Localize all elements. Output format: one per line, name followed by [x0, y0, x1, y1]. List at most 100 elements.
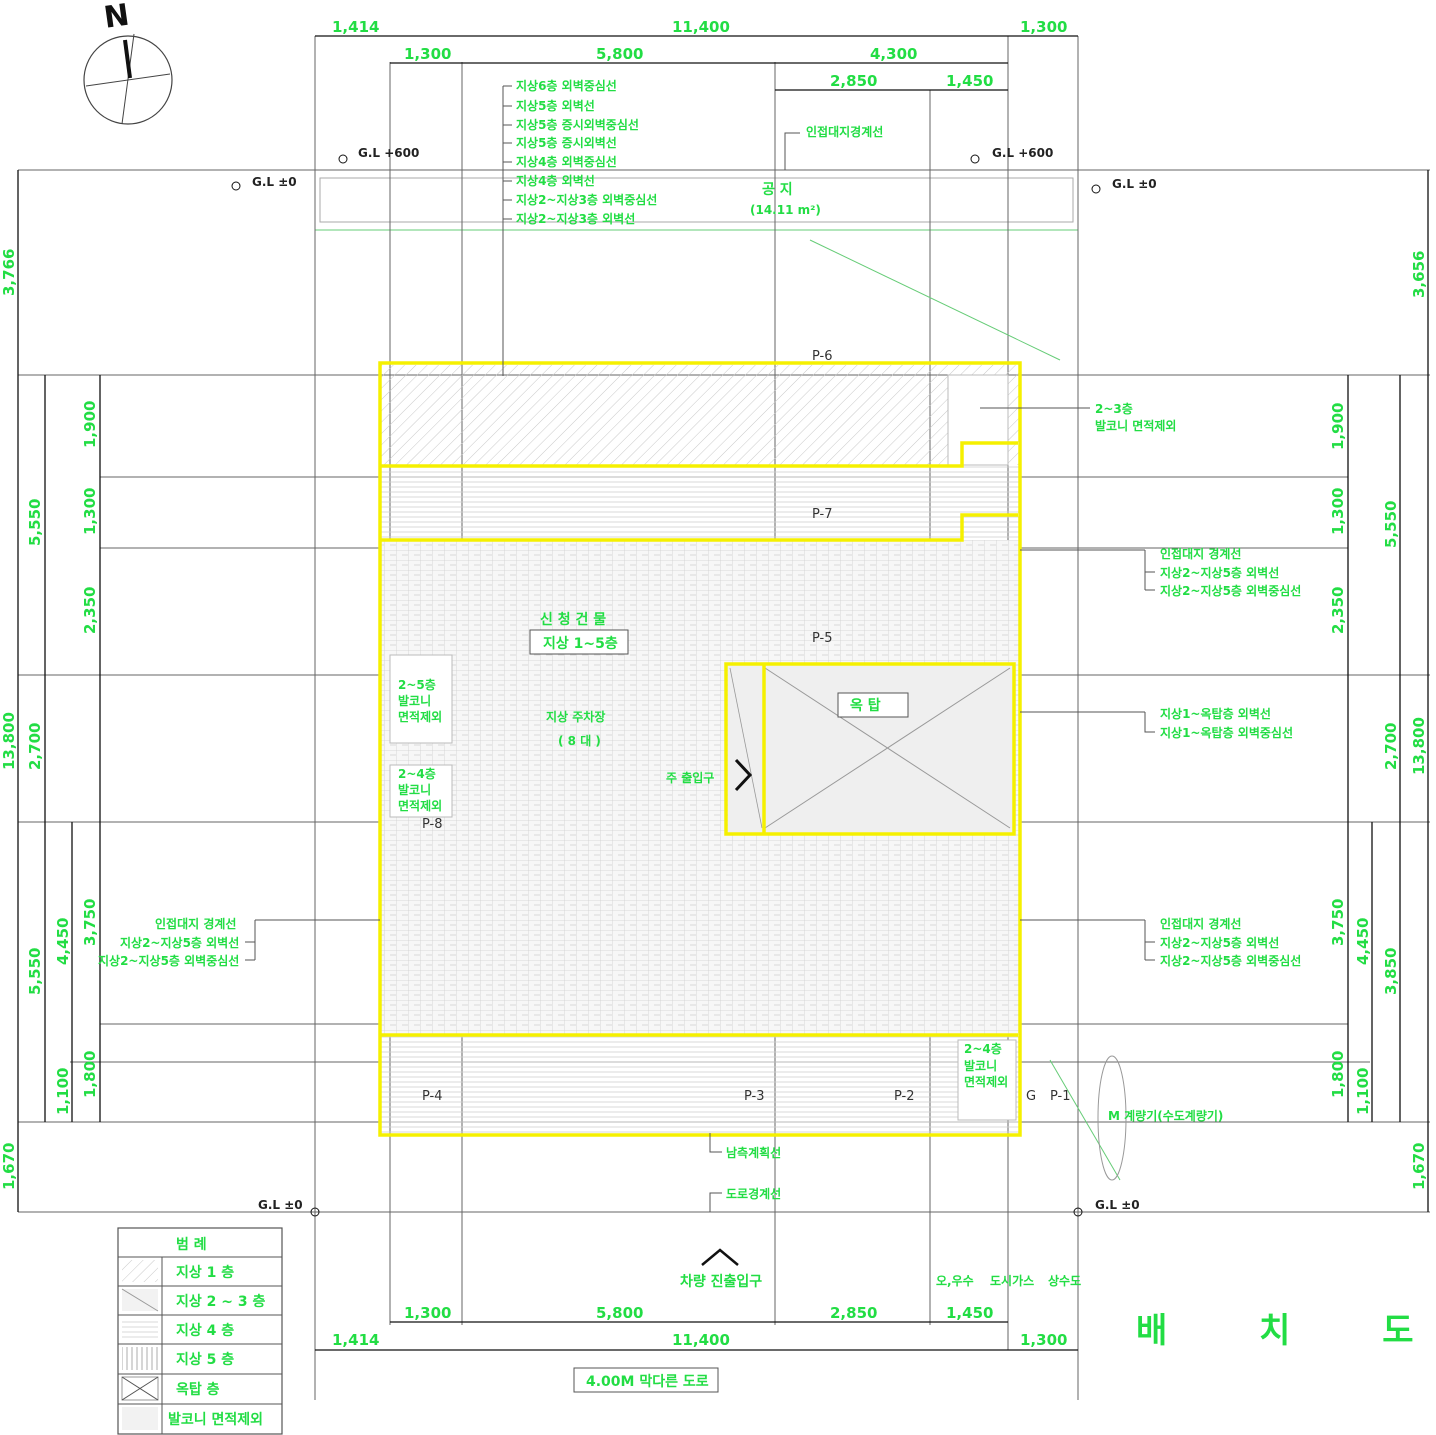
legend-item-2: 지상 2 ~ 3 층	[176, 1294, 265, 1310]
legend-swatch-1	[122, 1260, 158, 1282]
dim-left-innermost-2: 1,800	[81, 1051, 99, 1098]
building-labels: 신 청 건 물 지상 1~5층 지상 주차장 ( 8 대 ) 옥 탑 주 출입구	[529, 611, 909, 785]
floor-outlines	[378, 361, 1022, 1266]
dim-right-outer-5: 1,670	[1410, 1143, 1428, 1190]
left-notes: 인접대지 경계선 지상2~지상5층 외벽선 지상2~지상5층 외벽중심선	[98, 916, 380, 968]
right-note-b-1: 지상1~옥탑층 외벽선	[1160, 706, 1271, 721]
left-note-3: 지상2~지상5층 외벽중심선	[98, 953, 239, 968]
balcony-4-line-1: 2~4층	[964, 1041, 1002, 1056]
balcony-2-line-1: 2~5층	[398, 677, 436, 692]
dim-left-inner-3: 2,350	[81, 587, 99, 634]
top-notes: 지상6층 외벽중심선 지상5층 외벽선 지상5층 증시외벽중심선 지상5층 증시…	[502, 78, 883, 376]
dim-top-outer-2: 11,400	[672, 18, 730, 36]
drawing-title: 배 치 도	[1136, 1311, 1436, 1351]
parking-count: ( 8 대 )	[558, 734, 601, 748]
north-arrow: N	[83, 0, 173, 125]
rooftop-label: 옥 탑	[850, 698, 881, 714]
legend-title: 범 례	[176, 1237, 207, 1253]
dim-right-inner-2: 1,300	[1329, 488, 1347, 535]
ground-levels: G.L +600 G.L +600 G.L ±0 G.L ±0 G.L ±0 G…	[231, 146, 1157, 1217]
top-note-4: 지상5층 증시외벽선	[516, 135, 617, 150]
balcony-4-line-3: 면적제외	[964, 1074, 1008, 1089]
legend: 범 례 지상 1 층 지상 2 ~ 3 층 지상 4 층 지상 5 층 옥탑 층…	[117, 1227, 283, 1435]
right-note-a-1: 인접대지 경계선	[1160, 546, 1241, 561]
dim-right-outer-1: 3,656	[1410, 251, 1428, 298]
legend-swatch-4	[122, 1347, 158, 1370]
open-space-label: 공 지	[762, 182, 793, 198]
legend-item-5: 옥탑 층	[176, 1382, 220, 1398]
dim-right-total: 13,800	[1410, 717, 1428, 775]
balcony-3-line-3: 면적제외	[398, 798, 442, 813]
dim-top-outer-1: 1,414	[332, 18, 379, 36]
dim-right-innermost-2: 1,100	[1354, 1068, 1372, 1115]
dim-top-mid-1: 1,300	[404, 45, 451, 63]
legend-item-1: 지상 1 층	[176, 1265, 234, 1281]
dim-top-mid-2: 5,800	[596, 45, 643, 63]
legend-swatch-5	[121, 1376, 159, 1401]
dim-right-inner-3: 2,350	[1329, 587, 1347, 634]
dim-left-innermost-1: 3,750	[81, 899, 99, 946]
mark-p4: P-4	[422, 1089, 443, 1104]
legend-swatch-3	[122, 1318, 158, 1340]
gl-0-bottom-right: G.L ±0	[1095, 1198, 1140, 1212]
mark-p5: P-5	[812, 631, 833, 646]
legend-swatch-6	[122, 1407, 158, 1430]
entrance-arrow-icon	[734, 758, 753, 792]
top-note-5: 지상4층 외벽중심선	[516, 154, 617, 169]
bottom-note-2: 도로경계선	[726, 1186, 781, 1201]
dim-bottom-mid-2: 5,800	[596, 1304, 643, 1322]
right-note-c-1: 인접대지 경계선	[1160, 916, 1241, 931]
bottom-note-1: 남측계획선	[726, 1145, 781, 1160]
legend-item-4: 지상 5 층	[176, 1352, 234, 1368]
left-note-2: 지상2~지상5층 외벽선	[120, 935, 239, 950]
dim-right-outer-3: 2,700	[1382, 723, 1400, 770]
right-note-a-2: 지상2~지상5층 외벽선	[1160, 565, 1279, 580]
building-footprint	[380, 365, 1020, 1133]
dim-right-innermost-1: 4,450	[1354, 918, 1372, 965]
top-note-7: 지상2~지상3층 외벽중심선	[516, 192, 657, 207]
gl-0-top-right: G.L ±0	[1112, 177, 1157, 191]
balcony-4-line-2: 발코니	[964, 1058, 997, 1073]
mark-p3: P-3	[744, 1089, 765, 1104]
utility-water: 상수도	[1048, 1273, 1081, 1288]
gl-600-left: G.L +600	[358, 146, 419, 160]
utility-sewer: 오,우수	[936, 1274, 974, 1288]
north-label: N	[102, 0, 132, 36]
mark-p1: P-1	[1050, 1089, 1071, 1104]
mark-p6: P-6	[812, 349, 833, 364]
balcony-3-line-1: 2~4층	[398, 766, 436, 781]
dim-bottom-outer-2: 11,400	[672, 1331, 730, 1349]
gl-0-bottom-left: G.L ±0	[258, 1198, 303, 1212]
utility-gas: 도시가스	[990, 1273, 1034, 1288]
mark-p7: P-7	[812, 507, 833, 522]
dim-top-inner-1: 2,850	[830, 72, 877, 90]
dim-top-outer-3: 1,300	[1020, 18, 1067, 36]
legend-item-6: 발코니 면적제외	[168, 1411, 263, 1428]
balcony-1-line-2: 발코니 면적제외	[1095, 418, 1176, 433]
top-dimensions: 1,414 11,400 1,300 1,300 5,800 4,300 2,8…	[315, 18, 1078, 1351]
top-note-3: 지상5층 증시외벽중심선	[516, 117, 639, 132]
mark-p8: P-8	[422, 817, 443, 832]
dim-right-outer-4: 3,850	[1382, 948, 1400, 995]
right-note-b-2: 지상1~옥탑층 외벽중심선	[1160, 725, 1293, 740]
dim-left-outer-1: 3,766	[0, 249, 18, 296]
vehicle-entrance-label: 차량 진출입구	[680, 1273, 762, 1290]
right-notes: 인접대지 경계선 지상2~지상5층 외벽선 지상2~지상5층 외벽중심선 지상1…	[1020, 546, 1301, 968]
top-note-1: 지상6층 외벽중심선	[516, 78, 617, 93]
dim-top-mid-3: 4,300	[870, 45, 917, 63]
meter-note: M 계량기(수도계량기)	[1108, 1108, 1223, 1123]
balcony-1-line-1: 2~3층	[1095, 401, 1133, 416]
open-space-area: (14.11 m²)	[750, 203, 821, 217]
top-note-6: 지상4층 외벽선	[516, 173, 595, 188]
vehicle-entrance-icon	[701, 1248, 739, 1266]
right-dimensions: 13,800 3,656 5,550 2,700 3,850 1,670 1,9…	[1329, 170, 1429, 1212]
main-entrance-label: 주 출입구	[666, 770, 714, 785]
mark-p2: P-2	[894, 1089, 915, 1104]
dim-bottom-mid-4: 1,450	[946, 1304, 993, 1322]
dim-left-outer-2: 5,550	[26, 499, 44, 546]
dim-right-inner-4: 3,750	[1329, 899, 1347, 946]
dim-left-outer-4: 5,550	[26, 948, 44, 995]
dim-left-total: 13,800	[0, 712, 18, 770]
building-floors: 지상 1~5층	[543, 636, 618, 652]
